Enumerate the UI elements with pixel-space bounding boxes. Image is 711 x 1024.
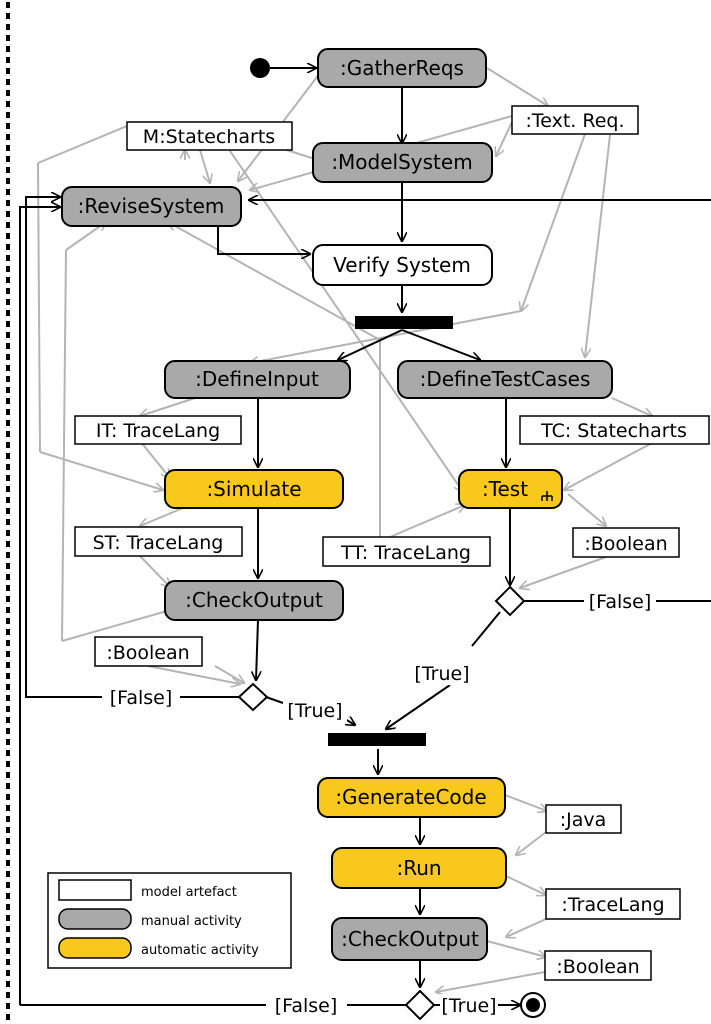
svg-text:Verify System: Verify System xyxy=(333,253,471,277)
svg-text::ModelSystem: :ModelSystem xyxy=(331,150,472,174)
decision-check-output xyxy=(237,682,269,712)
svg-text::DefineTestCases: :DefineTestCases xyxy=(420,367,591,391)
guard-false-check: [False] xyxy=(102,686,180,709)
guard-true-final: [True] xyxy=(440,994,498,1017)
svg-text::Run: :Run xyxy=(396,856,441,880)
guard-false-final: [False] xyxy=(266,994,347,1017)
fork-bar xyxy=(355,316,453,329)
svg-text:ST: TraceLang: ST: TraceLang xyxy=(93,532,224,554)
svg-text:[True]: [True] xyxy=(414,663,469,685)
artefact-java: :Java xyxy=(545,804,622,834)
svg-text:[False]: [False] xyxy=(589,591,652,613)
guard-true-check: [True] xyxy=(283,699,347,722)
legend-label-automatic: automatic activity xyxy=(141,943,259,958)
legend: model artefact manual activity automatic… xyxy=(47,872,292,969)
activity-gather-reqs: :GatherReqs xyxy=(317,48,487,88)
svg-text::Boolean: :Boolean xyxy=(556,956,639,978)
svg-text::ReviseSystem: :ReviseSystem xyxy=(78,194,225,218)
activity-generate-code: :GenerateCode xyxy=(317,777,506,818)
svg-text:TC: Statecharts: TC: Statecharts xyxy=(540,420,687,442)
svg-text::Boolean: :Boolean xyxy=(584,533,667,555)
legend-swatch-manual xyxy=(58,908,132,930)
legend-label-manual: manual activity xyxy=(141,914,242,929)
svg-text:M:Statecharts: M:Statecharts xyxy=(143,126,275,148)
artefact-boolean-test: :Boolean xyxy=(572,527,680,558)
initial-node xyxy=(250,58,270,78)
legend-label-artefact: model artefact xyxy=(141,885,237,900)
svg-text::GenerateCode: :GenerateCode xyxy=(335,785,486,809)
activity-check-output-sim: :CheckOutput xyxy=(164,580,344,621)
artefact-boolean-check: :Boolean xyxy=(94,636,203,667)
artefact-it-tracelang: IT: TraceLang xyxy=(74,415,242,445)
svg-text:[True]: [True] xyxy=(441,995,496,1017)
svg-text:[True]: [True] xyxy=(287,700,342,722)
artefact-m-statecharts: M:Statecharts xyxy=(126,121,293,151)
artefact-boolean-final: :Boolean xyxy=(544,950,652,981)
join-bar xyxy=(328,733,426,746)
svg-text::Boolean: :Boolean xyxy=(106,642,189,664)
svg-text:[False]: [False] xyxy=(275,995,338,1017)
activity-run: :Run xyxy=(331,847,507,889)
svg-text:TT: TraceLang: TT: TraceLang xyxy=(340,542,471,564)
svg-text::CheckOutput: :CheckOutput xyxy=(185,588,323,612)
svg-text::Java: :Java xyxy=(560,809,607,831)
decision-final xyxy=(404,989,436,1021)
activity-test: :Test xyxy=(458,469,563,509)
artefact-text-req: :Text. Req. xyxy=(511,105,639,135)
activity-check-output-run: :CheckOutput xyxy=(331,917,488,961)
decision-test xyxy=(494,585,526,617)
legend-swatch-artefact xyxy=(58,879,132,901)
final-node xyxy=(520,992,546,1018)
guard-false-test: [False] xyxy=(584,590,656,613)
legend-swatch-automatic xyxy=(58,937,132,959)
svg-text::DefineInput: :DefineInput xyxy=(195,367,319,391)
activity-define-test-cases: :DefineTestCases xyxy=(397,360,613,399)
control-flow-lines xyxy=(19,68,711,1005)
artefact-tracelang: :TraceLang xyxy=(545,888,681,920)
activity-verify-system: Verify System xyxy=(312,244,493,286)
activity-define-input: :DefineInput xyxy=(164,360,351,399)
artefact-st-tracelang: ST: TraceLang xyxy=(74,526,243,557)
activity-simulate: :Simulate xyxy=(164,469,344,509)
svg-text:[False]: [False] xyxy=(110,687,173,709)
data-flow-lines xyxy=(37,67,652,992)
svg-text:IT: TraceLang: IT: TraceLang xyxy=(96,420,220,442)
svg-text::GatherReqs: :GatherReqs xyxy=(340,56,464,80)
activity-model-system: :ModelSystem xyxy=(312,142,493,183)
guard-true-test: [True] xyxy=(404,661,480,685)
subactivity-rake-icon xyxy=(541,491,553,501)
artefact-tc-statecharts: TC: Statecharts xyxy=(519,415,710,445)
svg-text::Text. Req.: :Text. Req. xyxy=(525,110,624,132)
svg-text::Test: :Test xyxy=(482,477,528,501)
svg-text::TraceLang: :TraceLang xyxy=(561,894,664,916)
svg-text::CheckOutput: :CheckOutput xyxy=(341,927,479,951)
artefact-tt-tracelang: TT: TraceLang xyxy=(322,536,491,567)
svg-text::Simulate: :Simulate xyxy=(206,477,301,501)
activity-revise-system: :ReviseSystem xyxy=(61,186,242,227)
